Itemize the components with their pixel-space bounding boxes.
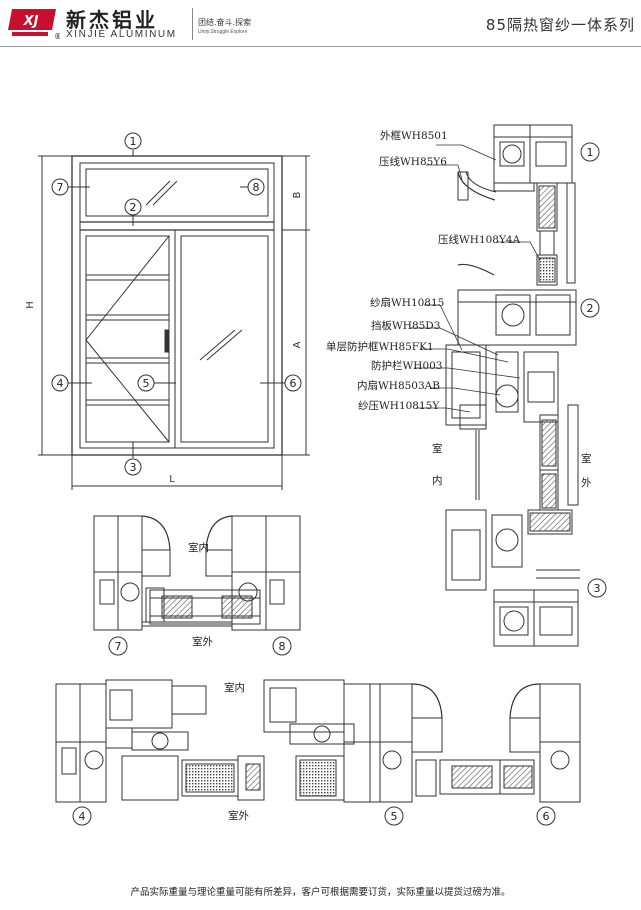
label-guard-frame: 单层防护框WH85FK1 — [326, 340, 434, 353]
section-marker-3: 3 — [587, 578, 607, 598]
brand-name-en: XINJIE ALUMINUM — [66, 29, 177, 40]
dim-label-h: H — [25, 301, 36, 309]
svg-text:1: 1 — [587, 146, 594, 159]
footer-note: 产品实际重量与理论重量可能有所差异，客户可根据需要订货，实际重量以提货过磅为准。 — [130, 887, 511, 898]
marker-1: 1 — [124, 132, 142, 156]
section-marker-1: 1 — [580, 142, 600, 162]
bottom-screen-profile — [445, 509, 487, 591]
profile-callouts — [410, 144, 541, 413]
label-outdoor-char1: 室 — [581, 452, 592, 465]
screen-sash-profile — [445, 344, 487, 426]
section-markers-456: 4 5 6 — [72, 806, 556, 826]
label-outdoor-456: 室外 — [228, 809, 249, 822]
svg-text:8: 8 — [253, 181, 260, 194]
label-indoor-456: 室内 — [224, 681, 245, 694]
svg-text:2: 2 — [587, 302, 594, 315]
series-title: 85隔热窗纱一体系列 — [485, 16, 635, 34]
dim-label-b: B — [292, 191, 303, 198]
slogan-cn: 团结.奋斗.探索 — [198, 18, 252, 27]
label-outdoor-78: 室外 — [192, 635, 213, 648]
label-indoor-char2: 内 — [432, 474, 443, 487]
header-divider — [192, 8, 193, 40]
label-guard-bar: 防护栏WH003 — [371, 359, 443, 372]
svg-text:7: 7 — [115, 640, 122, 653]
section-7-8 — [93, 515, 301, 631]
label-glazing-bead-top: 压线WH85Y6 — [379, 155, 447, 168]
section-marker-2: 2 — [580, 298, 600, 318]
svg-text:8: 8 — [279, 640, 286, 653]
svg-text:4: 4 — [79, 810, 86, 823]
label-frame: 外框WH8501 — [380, 129, 448, 142]
frame-profile-bottom — [493, 589, 579, 647]
title-block: XJ ® 新杰铝业 XINJIE ALUMINUM 团结.奋斗.探索 Unity… — [0, 0, 641, 46]
dim-label-a: A — [292, 341, 303, 348]
fixed-top-glass — [85, 168, 269, 217]
section-markers: 1 2 3 — [580, 142, 607, 598]
inner-sash-profile — [495, 351, 519, 413]
svg-text:2: 2 — [130, 201, 137, 214]
section-marker-7: 7 — [108, 636, 128, 656]
jamb-profile-5 — [369, 683, 413, 803]
marker-3: 3 — [124, 442, 142, 476]
svg-text:6: 6 — [543, 810, 550, 823]
section-4-5-6 — [55, 679, 581, 803]
label-glazing-bead-mid: 压线WH108Y4A — [438, 233, 521, 246]
label-indoor-78: 室内 — [188, 541, 209, 554]
marker-4: 4 — [51, 374, 92, 392]
dim-label-l: L — [169, 474, 175, 485]
logo-mark: XJ — [23, 14, 39, 29]
label-outdoor-char2: 外 — [581, 477, 592, 489]
frame-profile-top — [493, 124, 573, 184]
marker-5: 5 — [137, 374, 176, 392]
label-screen-sash: 纱扇WH10815 — [370, 296, 444, 309]
svg-text:3: 3 — [130, 461, 137, 474]
marker-2: 2 — [124, 198, 142, 226]
right-sash — [174, 229, 275, 449]
section-marker-8: 8 — [272, 636, 292, 656]
svg-text:7: 7 — [57, 181, 64, 194]
section-marker-4: 4 — [72, 806, 92, 826]
svg-text:5: 5 — [391, 810, 398, 823]
transom-profile — [457, 289, 577, 346]
slogan-en: Unity.Struggle.Explore — [198, 29, 248, 35]
window-elevation — [38, 155, 310, 490]
label-inner-sash: 内扇WH8503AB — [357, 379, 440, 392]
section-marker-6: 6 — [536, 806, 556, 826]
label-screen-bead: 纱压WH10815Y — [358, 400, 440, 412]
registered-mark: ® — [54, 32, 60, 40]
brand-name-cn: 新杰铝业 — [66, 8, 158, 32]
elevation-markers: 1 2 3 4 5 6 7 8 — [51, 132, 302, 476]
glazing-unit-7-8 — [149, 589, 261, 625]
marker-7: 7 — [51, 178, 90, 196]
marker-6: 6 — [260, 374, 302, 392]
left-sash — [79, 229, 176, 449]
label-stop-plate: 挡板WH85D3 — [371, 319, 440, 332]
outer-frame-outline — [71, 155, 283, 456]
svg-text:3: 3 — [594, 582, 601, 595]
jamb-profile-4 — [55, 683, 107, 803]
svg-text:1: 1 — [130, 135, 137, 148]
jamb-profile-6 — [539, 683, 581, 803]
svg-text:6: 6 — [290, 377, 297, 390]
section-marker-5: 5 — [384, 806, 404, 826]
header-rule — [0, 46, 641, 47]
section-markers-78: 7 8 — [108, 636, 292, 656]
label-indoor-char1: 室 — [432, 442, 443, 455]
marker-8: 8 — [240, 178, 265, 196]
xinjie-logo: XJ ® — [8, 9, 60, 40]
svg-text:4: 4 — [57, 377, 64, 390]
svg-text:5: 5 — [143, 377, 150, 390]
vertical-section — [445, 124, 580, 647]
